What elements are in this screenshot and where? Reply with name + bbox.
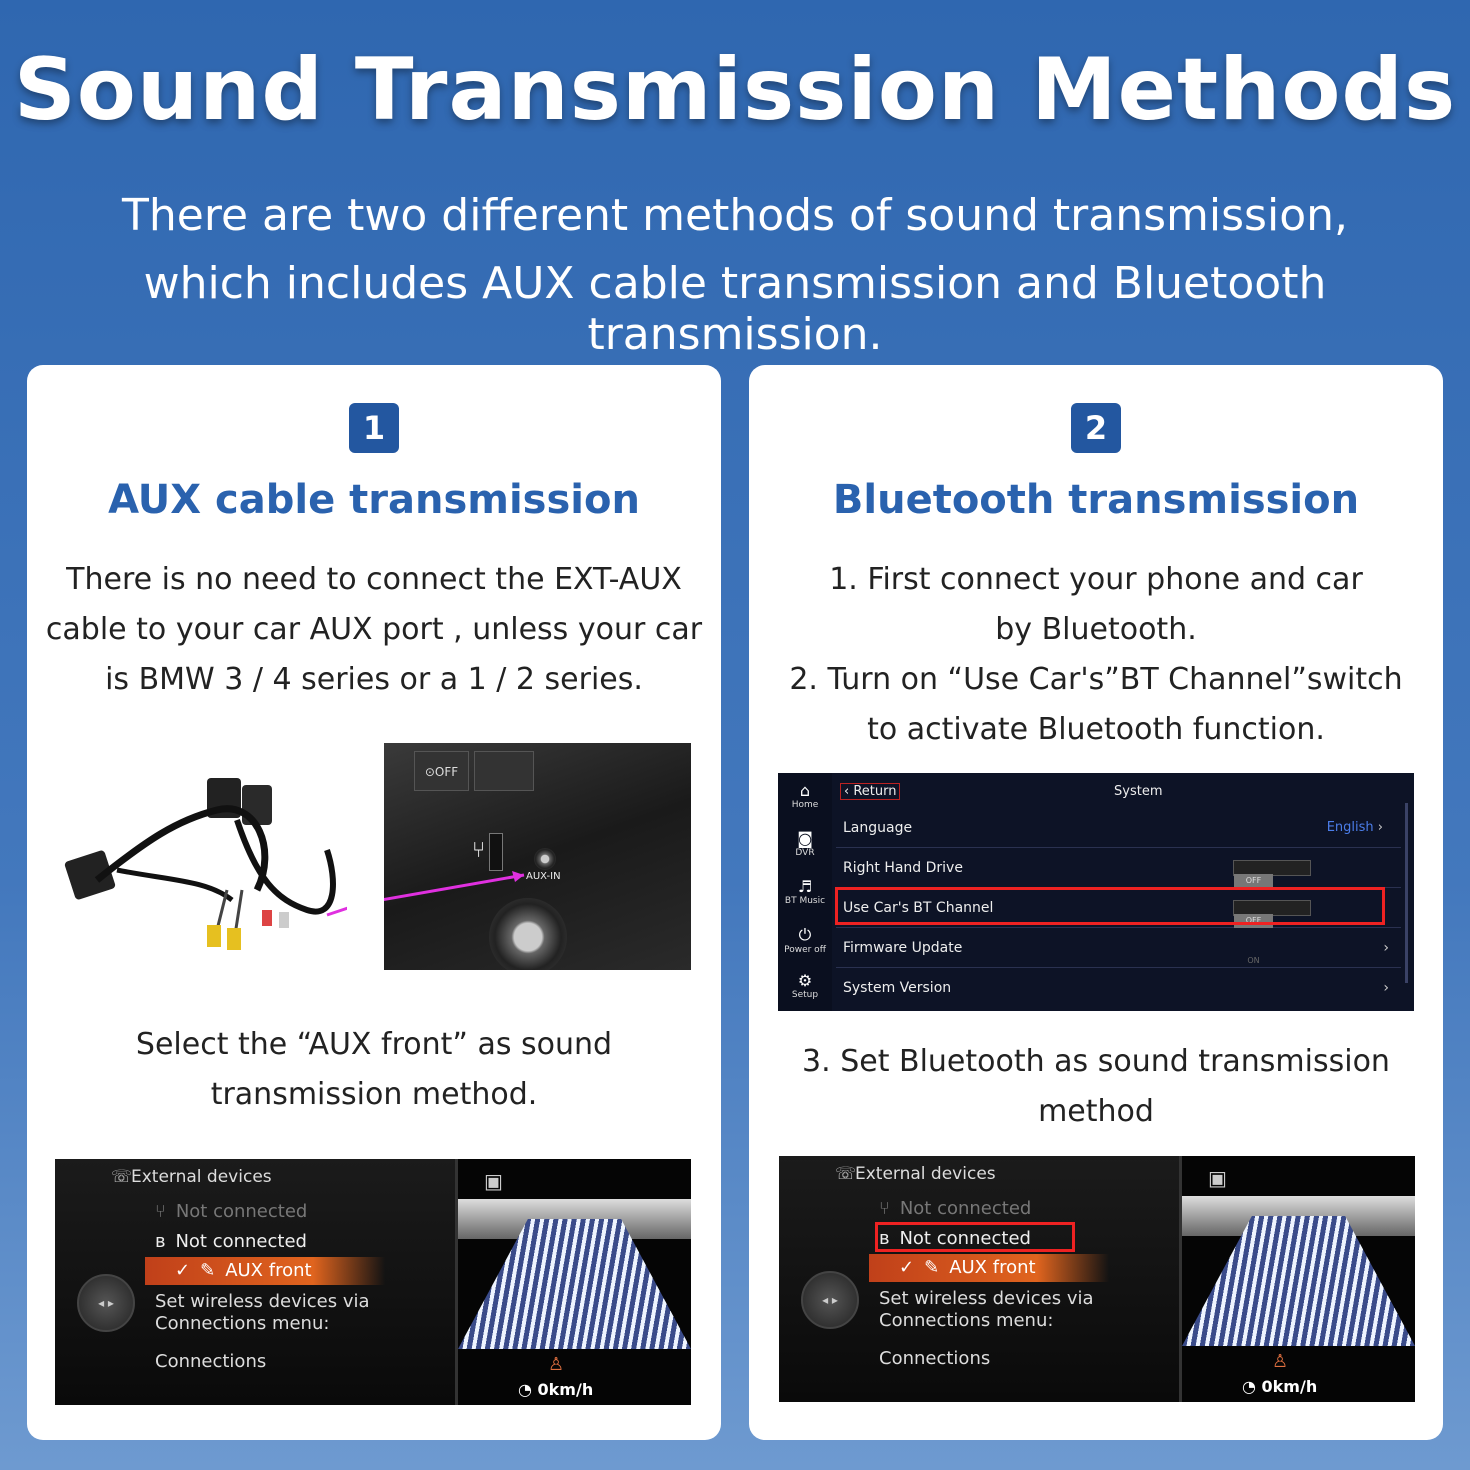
subtitle-line-1: There are two different methods of sound…	[122, 190, 1348, 241]
aux-desc-line: is BMW 3 / 4 series or a 1 / 2 series.	[105, 662, 643, 697]
language-value: English	[1326, 820, 1374, 835]
sidebar-home[interactable]: ⌂Home	[778, 781, 832, 810]
aux-description: There is no need to connect the EXT-AUX …	[27, 555, 721, 705]
usb-icon: ⑂	[155, 1201, 166, 1222]
bt-step3-line: method	[1038, 1094, 1154, 1129]
system-settings-screen: ⌂Home ◙DVR ♬BT Music ⏻Power off ⚙Setup ‹…	[778, 773, 1414, 1011]
plug-icon: ✎	[200, 1260, 216, 1281]
connections-item[interactable]: Connections	[879, 1348, 991, 1369]
chevron-right-icon: ›	[1383, 980, 1389, 996]
controller-knob: ◂ ▸	[801, 1271, 859, 1329]
off-button-label: ⊙OFF	[414, 751, 469, 791]
device-usb-row[interactable]: ⑂Not connected	[879, 1198, 1032, 1219]
bluetooth-icon: ʙ	[879, 1228, 890, 1249]
speed-readout: ◔ 0km/h	[518, 1380, 594, 1399]
page-title: Sound Transmission Methods	[13, 40, 1457, 140]
sidebar-bt-music[interactable]: ♬BT Music	[778, 877, 832, 906]
bt-channel-highlight	[835, 887, 1385, 925]
connections-item[interactable]: Connections	[155, 1351, 267, 1372]
check-icon: ✓	[899, 1257, 915, 1278]
cigarette-socket	[489, 898, 567, 970]
bt-step3-line: 3. Set Bluetooth as sound transmission	[802, 1044, 1390, 1079]
monitor-icon: ▣	[1208, 1166, 1227, 1190]
external-devices-header: ☏External devices	[111, 1167, 272, 1187]
setting-right-hand-drive[interactable]: Right Hand Drive OFFON	[836, 848, 1401, 925]
sidebar-setup[interactable]: ⚙Setup	[778, 971, 832, 1000]
setting-system-version[interactable]: System Version ›	[836, 968, 1401, 1008]
bluetooth-card-title: Bluetooth transmission	[832, 477, 1360, 523]
usb-icon: ⑂	[472, 838, 486, 863]
device-aux-front-row[interactable]: ✓✎AUX front	[869, 1254, 1109, 1282]
aux-in-label: AUX-IN	[526, 871, 561, 882]
plug-icon: ✎	[924, 1257, 940, 1278]
bt-step-line: 2. Turn on “Use Car's”BT Channel”switch	[789, 662, 1403, 697]
device-aux-front-row[interactable]: ✓✎AUX front	[145, 1257, 385, 1285]
scrollbar[interactable]	[1405, 803, 1408, 983]
bluetooth-highlight	[875, 1222, 1075, 1252]
speed-readout: ◔ 0km/h	[1242, 1377, 1318, 1396]
step-badge-2: 2	[1071, 403, 1121, 453]
bluetooth-card: 2 Bluetooth transmission 1. First connec…	[749, 365, 1443, 1440]
camera-icon: ◙	[797, 829, 813, 848]
home-icon: ⌂	[799, 781, 811, 800]
device-usb-row[interactable]: ⑂Not connected	[155, 1201, 308, 1222]
aux-select-line: Select the “AUX front” as sound	[135, 1027, 613, 1062]
sidebar-power-off[interactable]: ⏻Power off	[778, 925, 832, 955]
chevron-right-icon: ›	[1377, 820, 1383, 835]
bluetooth-icon: ʙ	[155, 1231, 166, 1252]
bluetooth-steps: 1. First connect your phone and car by B…	[749, 555, 1443, 755]
aux-select-instruction: Select the “AUX front” as sound transmis…	[27, 1020, 721, 1120]
monitor-icon: ▣	[484, 1169, 503, 1193]
gear-icon: ⚙	[797, 971, 813, 990]
ext-aux-cable-photo	[57, 760, 347, 960]
step-badge-1: 1	[349, 403, 399, 453]
controller-knob: ◂ ▸	[77, 1274, 135, 1332]
seatbelt-icon: ♙	[548, 1354, 565, 1375]
aux-select-line: transmission method.	[210, 1077, 538, 1112]
bt-step-line: by Bluetooth.	[995, 612, 1197, 647]
music-icon: ♬	[797, 877, 813, 896]
bt-step-line: 1. First connect your phone and car	[829, 562, 1363, 597]
return-button[interactable]: ‹ Return	[840, 783, 901, 800]
aux-desc-line: cable to your car AUX port , unless your…	[45, 612, 703, 647]
aux-card: 1 AUX cable transmission There is no nee…	[27, 365, 721, 1440]
check-icon: ✓	[175, 1260, 191, 1281]
car-console-aux-port-photo: ⊙OFF ⑂ AUX-IN	[384, 743, 691, 970]
aux-desc-line: There is no need to connect the EXT-AUX	[66, 562, 682, 597]
devices-icon: ☏	[111, 1167, 133, 1187]
seatbelt-icon: ♙	[1272, 1351, 1289, 1372]
setting-language[interactable]: Language English ›	[836, 808, 1401, 848]
subtitle-line-2: which includes AUX cable transmission an…	[143, 258, 1327, 360]
chevron-right-icon: ›	[1383, 940, 1389, 956]
right-hand-drive-toggle[interactable]: OFFON	[1233, 860, 1311, 925]
power-icon: ⏻	[798, 925, 812, 944]
aux-in-port	[534, 848, 556, 870]
aux-card-title: AUX cable transmission	[108, 477, 640, 523]
settings-sidebar: ⌂Home ◙DVR ♬BT Music ⏻Power off ⚙Setup	[778, 773, 832, 1011]
setting-firmware-update[interactable]: Firmware Update ›	[836, 928, 1401, 968]
external-devices-header: ☏External devices	[835, 1164, 996, 1184]
usb-icon: ⑂	[879, 1198, 890, 1219]
devices-icon: ☏	[835, 1164, 857, 1184]
sidebar-dvr[interactable]: ◙DVR	[778, 829, 832, 858]
bt-step-line: to activate Bluetooth function.	[867, 712, 1325, 747]
bt-step3: 3. Set Bluetooth as sound transmission m…	[749, 1037, 1443, 1137]
system-title: System	[1114, 784, 1163, 799]
